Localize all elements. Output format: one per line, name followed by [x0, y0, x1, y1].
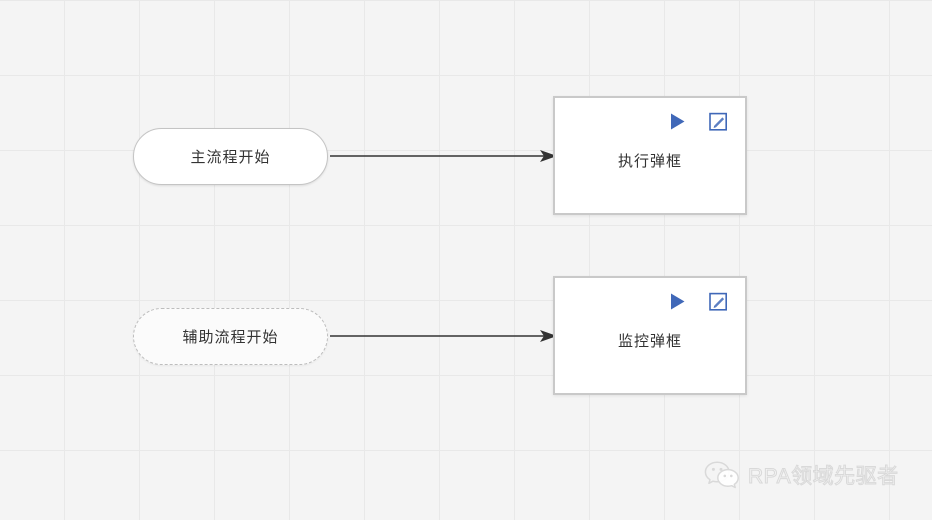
edit-icon[interactable]: [709, 292, 728, 311]
node-start-aux[interactable]: 辅助流程开始: [133, 308, 328, 365]
play-icon[interactable]: [668, 292, 687, 311]
node-start-main[interactable]: 主流程开始: [133, 128, 328, 185]
node-action-execute-toolbar: [668, 112, 728, 131]
watermark: RPA领域先驱者: [703, 459, 899, 491]
node-start-main-label: 主流程开始: [190, 149, 271, 166]
node-action-execute[interactable]: 执行弹框: [553, 96, 747, 215]
connector-aux-to-monitor[interactable]: [330, 325, 558, 347]
wechat-icon: [703, 459, 741, 491]
node-action-monitor[interactable]: 监控弹框: [553, 276, 747, 395]
node-action-execute-title: 执行弹框: [617, 153, 682, 170]
node-action-monitor-title: 监控弹框: [617, 333, 682, 350]
watermark-text: RPA领域先驱者: [748, 465, 899, 489]
node-start-aux-label: 辅助流程开始: [182, 329, 279, 346]
edit-icon[interactable]: [709, 112, 728, 131]
connector-main-to-execute[interactable]: [330, 145, 558, 167]
play-icon[interactable]: [668, 112, 687, 131]
node-action-monitor-toolbar: [668, 292, 728, 311]
